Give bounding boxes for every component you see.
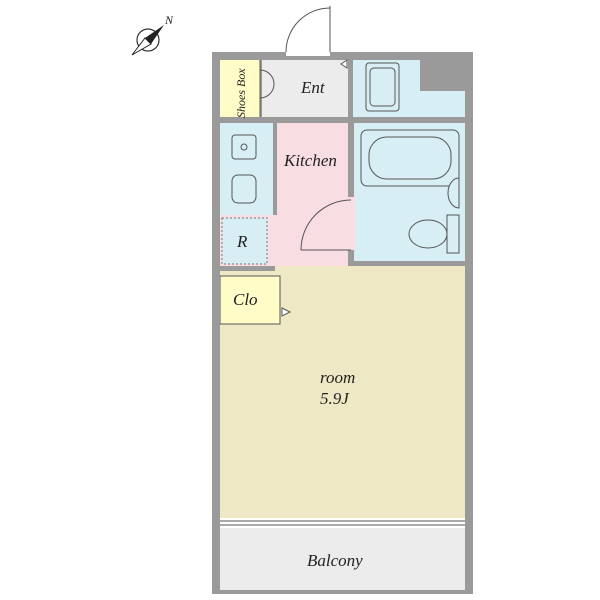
kitchen-label: Kitchen — [283, 151, 337, 170]
closet-door-marker — [281, 307, 292, 317]
north-compass-icon: N — [131, 13, 174, 56]
entrance-marker — [340, 59, 348, 69]
refrigerator-label: R — [236, 232, 248, 251]
balcony-label: Balcony — [307, 551, 363, 570]
entrance-area — [262, 60, 348, 117]
room-name-label: room — [320, 368, 355, 387]
bathroom-sink-icon — [447, 177, 460, 209]
entrance-label: Ent — [300, 78, 326, 97]
compass-north-label: N — [164, 13, 174, 27]
room-size-label: 5.9J — [320, 389, 350, 408]
closet-overlay — [219, 275, 281, 325]
kitchen-area — [275, 123, 351, 266]
refrigerator-space — [222, 218, 267, 264]
washing-machine-icon — [365, 62, 400, 112]
pipe-shaft — [420, 60, 465, 91]
stove-icon — [231, 174, 257, 204]
balcony-window — [220, 518, 465, 528]
shoes-box-area — [220, 60, 260, 117]
bathtub-icon — [360, 129, 460, 187]
closet-label: Clo — [233, 290, 258, 309]
bathroom-door — [300, 197, 355, 251]
toilet-icon — [408, 214, 460, 254]
kitchen-sink-icon — [231, 134, 257, 160]
interior-walls — [212, 52, 473, 522]
balcony-area — [220, 528, 465, 590]
shoes-box-label: Shoes Box — [234, 68, 248, 118]
shoes-box-doors — [259, 69, 275, 99]
kitchen-counter-area — [220, 123, 275, 215]
entrance-door — [285, 6, 331, 56]
